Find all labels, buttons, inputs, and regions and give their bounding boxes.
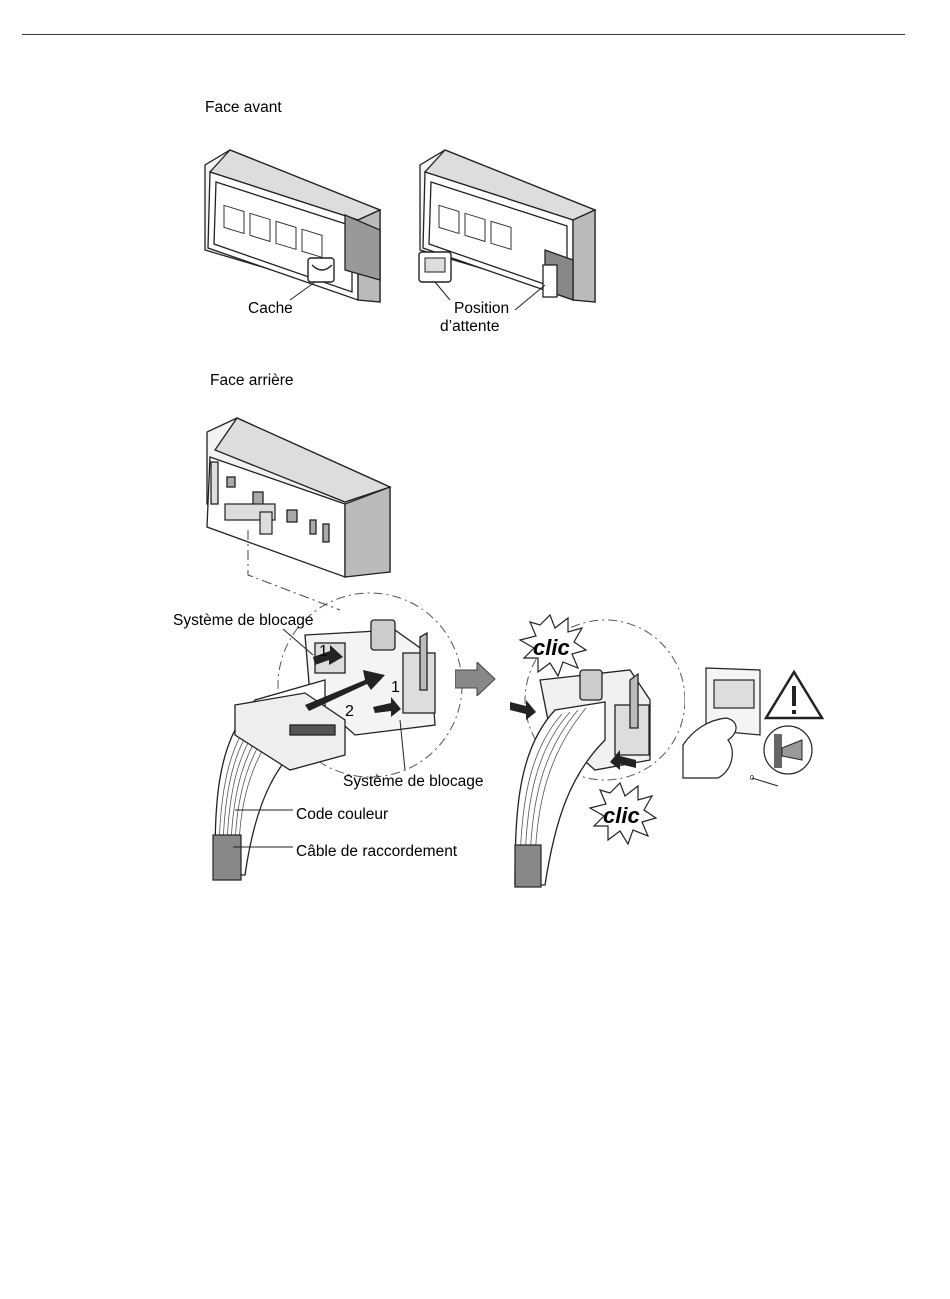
- clic-burst-bottom: clic: [590, 783, 656, 844]
- front-device-with-cache: [190, 140, 400, 310]
- cache-label: Cache: [248, 300, 293, 318]
- clic-text-top: clic: [533, 635, 570, 660]
- right-arrow-icon: [455, 662, 497, 696]
- step1a-number: 1: [319, 643, 328, 660]
- front-face-title: Face avant: [205, 99, 282, 117]
- cable-label: Câble de raccordement: [296, 843, 457, 861]
- step2-number: 2: [345, 703, 354, 720]
- clic-burst-top: clic: [520, 615, 586, 676]
- color-code-label: Code couleur: [296, 806, 388, 824]
- front-device-waiting-position: [405, 140, 615, 310]
- zero-gap-label: 0: [750, 775, 754, 782]
- blocking-system-label-bottom: Système de blocage: [343, 773, 483, 791]
- clic-text-bottom: clic: [603, 803, 640, 828]
- warning-triangle-icon: [766, 672, 822, 718]
- position-label-line1: Position: [454, 300, 509, 318]
- step1b-number: 1: [391, 679, 400, 696]
- rear-face-title: Face arrière: [210, 372, 294, 390]
- position-label-line2: d’attente: [440, 318, 499, 336]
- header-rule: [22, 34, 905, 35]
- blocking-system-label-top: Système de blocage: [173, 612, 313, 630]
- connector-locked-detail: clic clic: [500, 610, 685, 890]
- cache-part: [308, 258, 334, 282]
- hand-check-detail: 0: [678, 660, 838, 800]
